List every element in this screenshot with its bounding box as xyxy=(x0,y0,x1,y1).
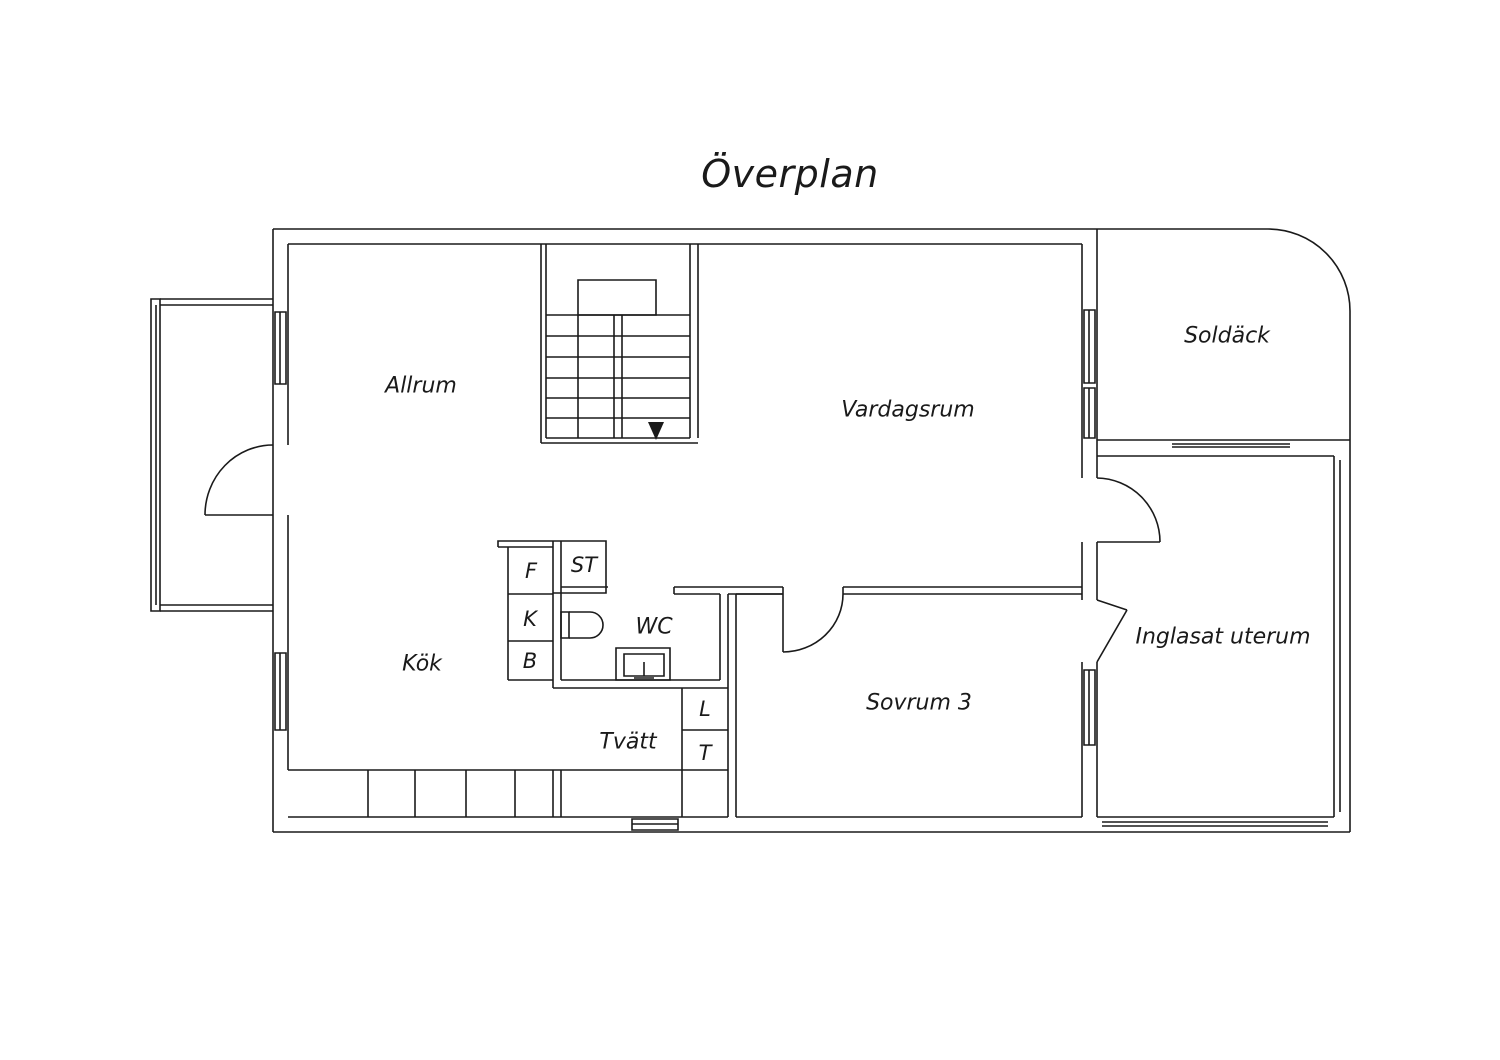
room-label-soldack: Soldäck xyxy=(1184,323,1270,349)
fixture-label-k: K xyxy=(523,607,537,631)
staircase xyxy=(541,244,698,443)
room-label-wc: WC xyxy=(635,614,673,640)
left-balcony xyxy=(151,299,273,611)
left-windows xyxy=(275,312,286,730)
sovrum-side-door xyxy=(1097,600,1127,662)
soldack-edge xyxy=(1268,229,1350,440)
fixture-label-st: ST xyxy=(570,553,598,577)
bottom-counter xyxy=(288,770,728,830)
right-windows xyxy=(1084,310,1095,745)
fixture-label-f: F xyxy=(524,559,538,583)
uterum-walls xyxy=(1097,440,1350,832)
page-title: Överplan xyxy=(701,152,879,196)
toilet xyxy=(561,612,603,638)
room-label-allrum: Allrum xyxy=(385,373,457,399)
fixture-label-b: B xyxy=(522,649,538,673)
kitchen-fixtures xyxy=(498,541,608,688)
room-label-vardagsrum: Vardagsrum xyxy=(841,397,975,423)
uterum-door xyxy=(1097,478,1160,542)
fixture-label-l: L xyxy=(699,697,711,721)
outer-walls xyxy=(273,229,1350,832)
stair-arrow-icon xyxy=(648,422,664,440)
fixture-label-t: T xyxy=(698,741,712,765)
room-label-sovrum-3: Sovrum 3 xyxy=(866,690,972,716)
left-door xyxy=(205,445,273,515)
sink xyxy=(616,648,670,680)
room-label-tvatt: Tvätt xyxy=(599,729,657,755)
sovrum-walls xyxy=(736,587,1082,817)
room-label-inglasat-uterum: Inglasat uterum xyxy=(1135,624,1311,650)
room-label-kok: Kök xyxy=(402,651,442,677)
laundry-fixtures xyxy=(682,688,728,817)
